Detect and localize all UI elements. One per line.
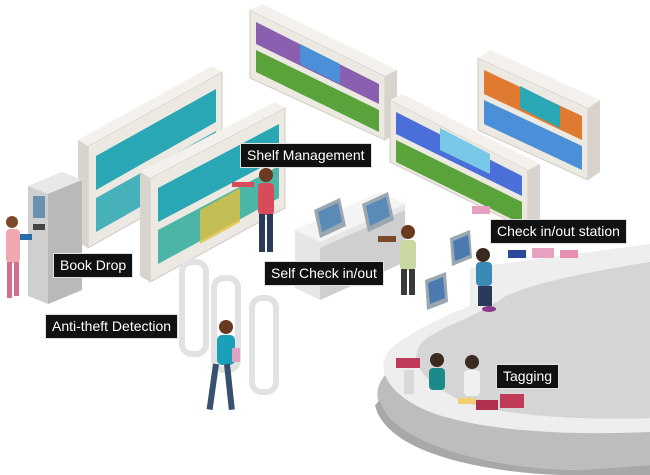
label-shelf-management: Shelf Management (240, 143, 372, 168)
person-book-drop (6, 216, 32, 298)
person-shelf (232, 168, 274, 252)
label-self-check: Self Check in/out (264, 261, 384, 286)
bookshelf-center-right (389, 94, 540, 231)
label-check-station: Check in/out station (490, 219, 627, 244)
person-anti-theft (206, 320, 240, 411)
book-drop-kiosk (28, 172, 82, 304)
tagging-staff (396, 353, 524, 410)
label-anti-theft: Anti-theft Detection (45, 314, 179, 339)
bookshelf-right-back (477, 50, 600, 181)
check-station (425, 206, 578, 312)
person-self-check (378, 225, 416, 295)
label-book-drop: Book Drop (53, 253, 134, 278)
label-tagging: Tagging (496, 364, 560, 389)
